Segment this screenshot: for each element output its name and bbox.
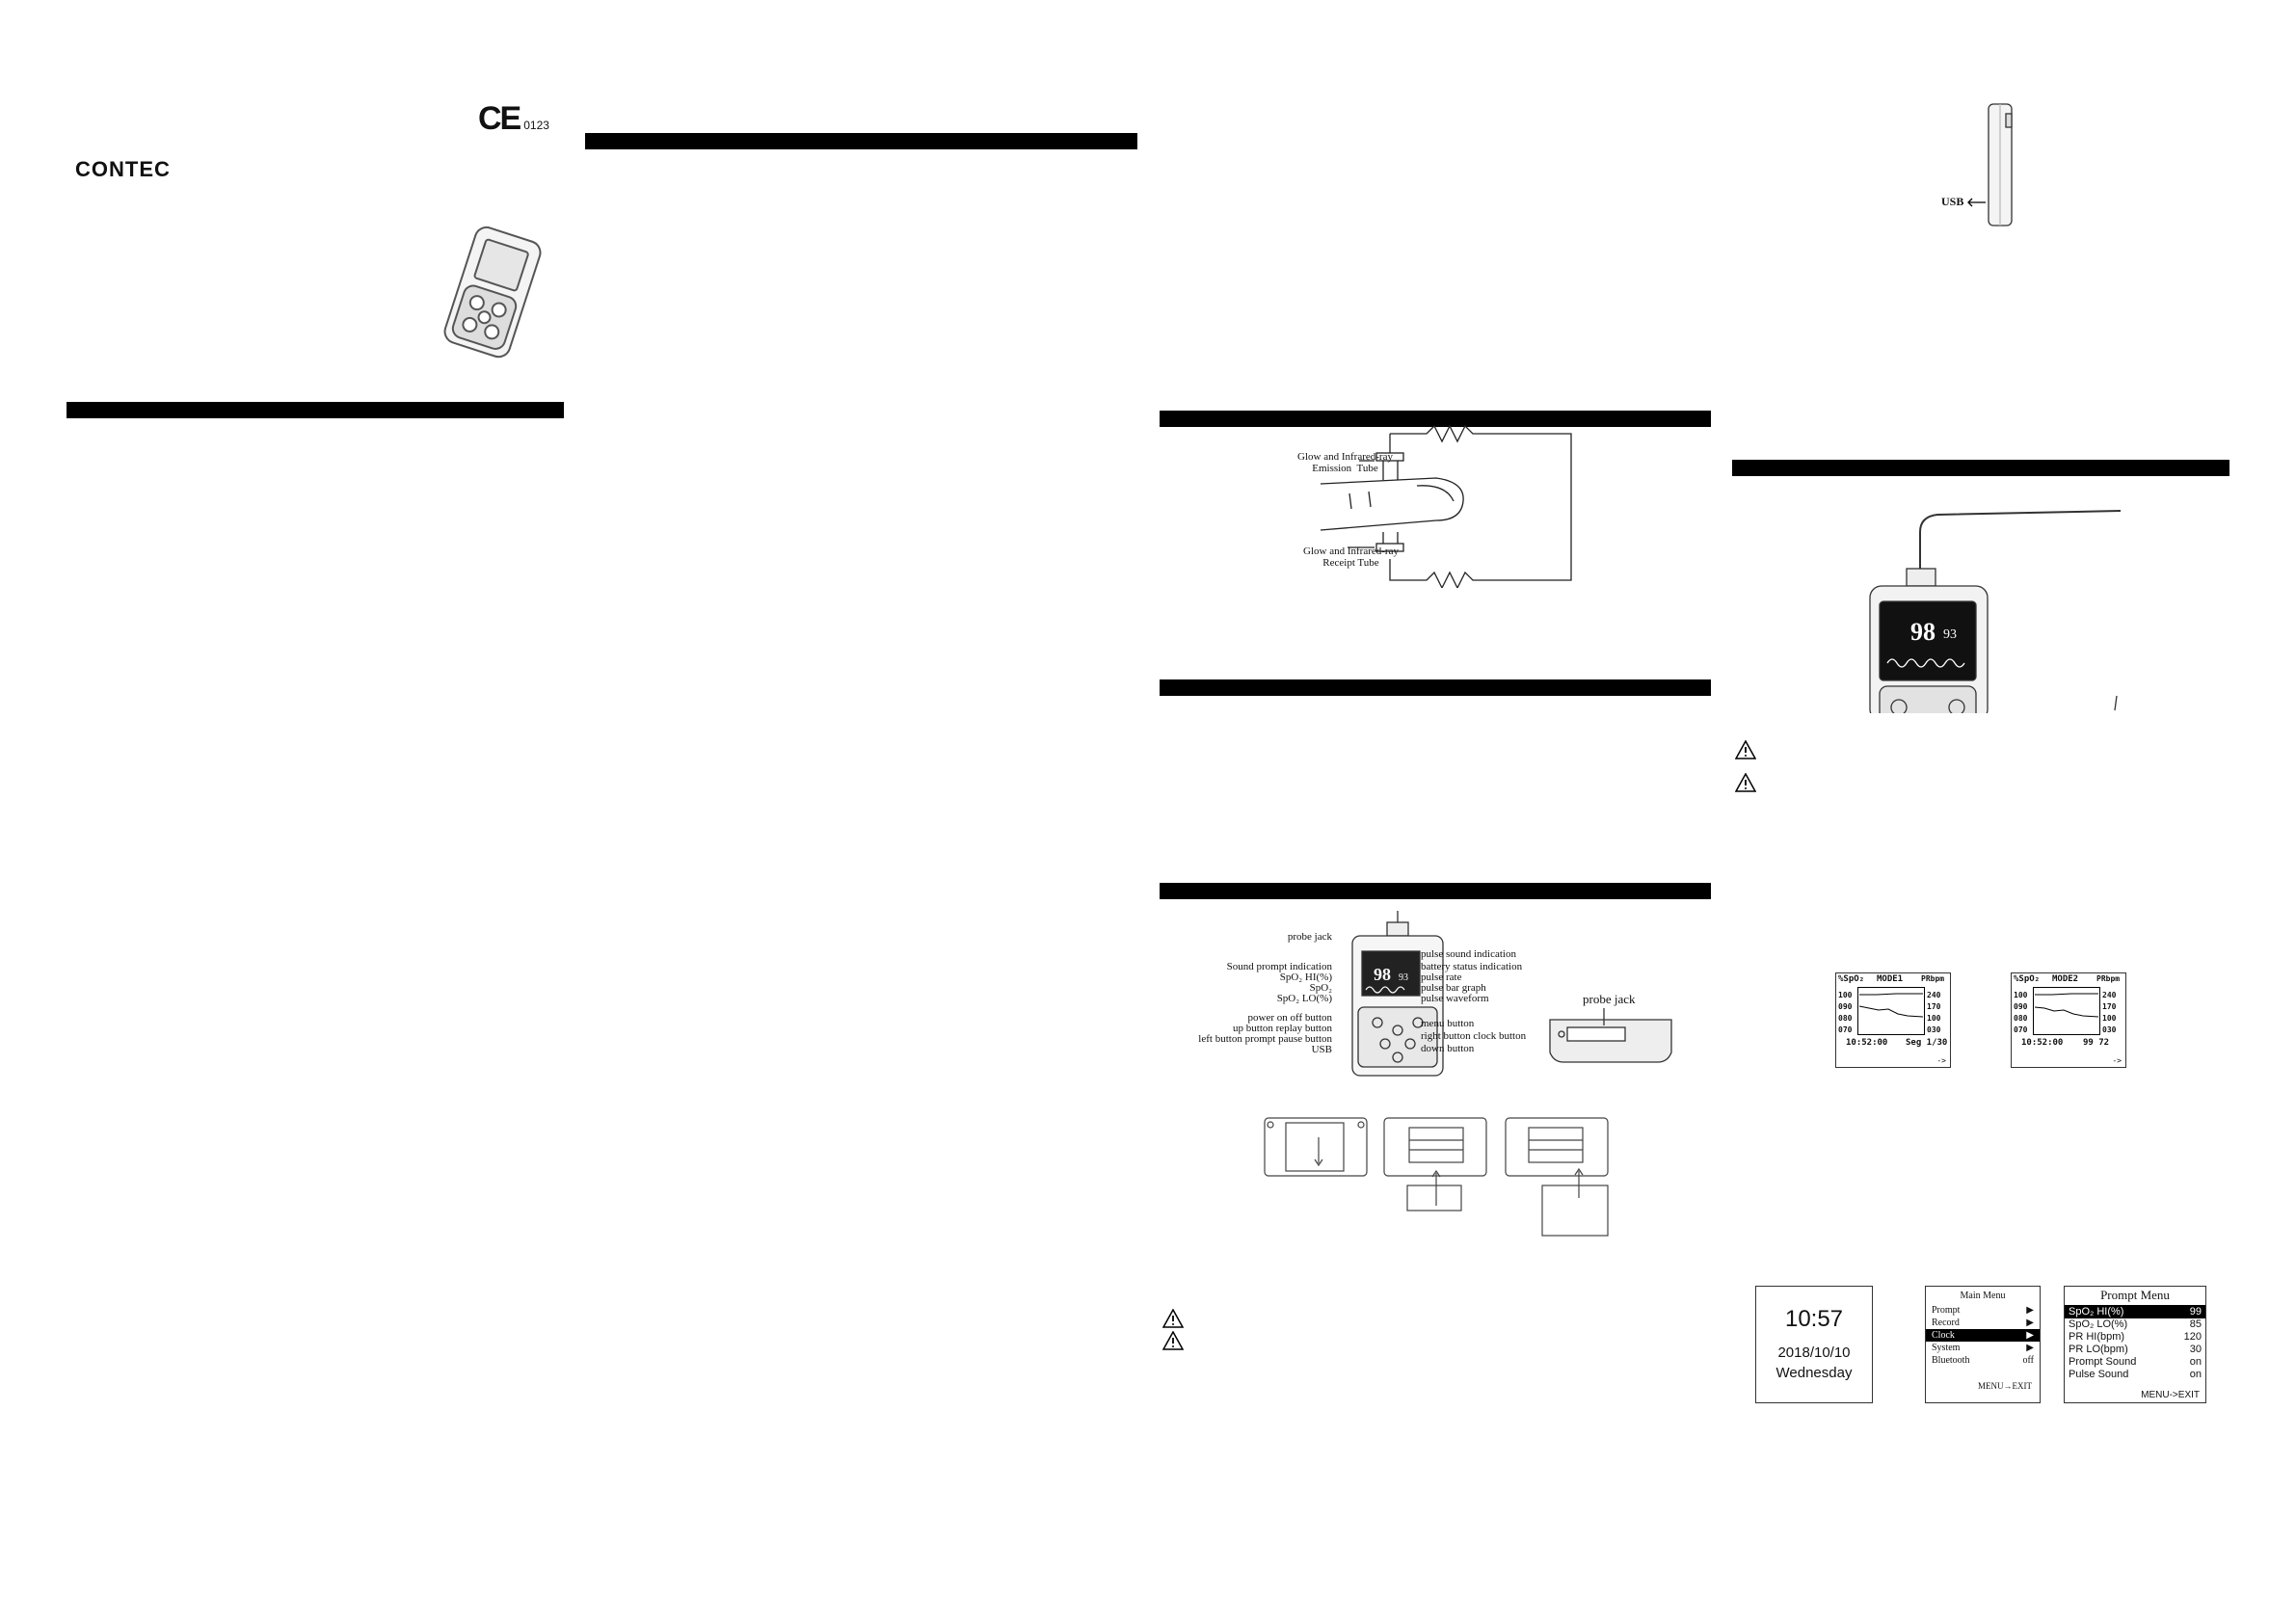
probe-jack-view xyxy=(1549,1008,1672,1063)
receipt-tube-label: Glow and Infrared-ray Receipt Tube xyxy=(1303,546,1399,569)
connected-oximeter-illustration: 98 93 xyxy=(1869,510,2122,713)
battery-install-diagram xyxy=(1264,1117,1609,1237)
prompt-item-pr-hi[interactable]: PR HI(bpm)120 xyxy=(2069,1331,2202,1343)
prompt-item-spo2-hi[interactable]: SpO₂ HI(%)99 xyxy=(2065,1306,2205,1318)
label-usb: USB xyxy=(1311,1044,1332,1055)
label-battery: battery status indication xyxy=(1421,961,1523,972)
prompt-menu-title: Prompt Menu xyxy=(2100,1288,2170,1302)
menu-item-record[interactable]: Record▶ xyxy=(1932,1318,2034,1328)
usb-label: USB xyxy=(1941,195,1964,208)
label-pulse-waveform: pulse waveform xyxy=(1421,993,1489,1004)
label-spo2-lo: SpO₂ LO(%) xyxy=(1276,993,1332,1004)
section-rule xyxy=(1160,679,1711,696)
label-right-button: right button clock button xyxy=(1421,1030,1527,1042)
clock-screen: 10:57 2018/10/10 Wednesday xyxy=(1755,1286,1873,1403)
section-rule xyxy=(1732,460,2229,476)
device-screen-spo2: 98 xyxy=(1374,965,1391,984)
device-side-usb-view xyxy=(1988,103,2013,226)
section-rule xyxy=(1160,411,1711,427)
arrow-left-icon xyxy=(1967,198,1986,207)
section-rule xyxy=(67,402,564,418)
menu-item-system[interactable]: System▶ xyxy=(1932,1343,2034,1353)
prompt-menu-screen: Prompt Menu SpO₂ HI(%)99 SpO₂ LO(%)85 PR… xyxy=(2064,1286,2206,1403)
label-menu-button: menu button xyxy=(1421,1018,1475,1029)
label-up-button: up button replay button xyxy=(1233,1023,1332,1034)
label-pulse-rate: pulse rate xyxy=(1421,972,1462,983)
label-left-button: left button prompt pause button xyxy=(1198,1033,1332,1045)
menu-item-clock[interactable]: Clock▶ xyxy=(1926,1329,2040,1342)
label-spo2: SpO₂ xyxy=(1309,982,1332,994)
label-pulse-sound: pulse sound indication xyxy=(1421,948,1516,960)
device-illustration xyxy=(443,226,542,359)
brand-logo: CONTEC xyxy=(75,157,171,181)
main-menu-footer: MENU→EXIT xyxy=(1978,1381,2032,1391)
clock-time: 10:57 xyxy=(1784,1306,1844,1332)
label-power-button: power on off button xyxy=(1247,1012,1332,1024)
clock-date: 2018/10/10 xyxy=(1777,1344,1851,1361)
main-menu-title: Main Menu xyxy=(1960,1291,2006,1301)
warning-icon xyxy=(1162,1331,1184,1350)
label-down-button: down button xyxy=(1421,1043,1475,1054)
probe-jack-title: probe jack xyxy=(1583,992,1636,1006)
label-probe-jack: probe jack xyxy=(1287,931,1332,943)
label-pulse-bar: pulse bar graph xyxy=(1421,982,1486,994)
label-spo2-hi: SpO₂ HI(%) xyxy=(1279,972,1332,983)
warning-icon xyxy=(1735,773,1756,792)
section-rule xyxy=(1160,883,1711,899)
device-screen-pr: 93 xyxy=(1399,972,1408,983)
warning-icon xyxy=(1735,740,1756,759)
device-front-diagram: 98 93 xyxy=(1351,911,1444,1077)
section-rule xyxy=(585,133,1137,149)
menu-item-prompt[interactable]: Prompt▶ xyxy=(1932,1305,2034,1316)
connected-screen-pr: 93 xyxy=(1943,627,1957,642)
label-sound-prompt: Sound prompt indication xyxy=(1226,961,1332,972)
measurement-principle-diagram xyxy=(1320,424,1572,588)
main-menu-screen: Main Menu Prompt▶ Record▶ Clock▶ System▶… xyxy=(1925,1286,2041,1403)
clock-weekday: Wednesday xyxy=(1775,1365,1853,1381)
prompt-item-spo2-lo[interactable]: SpO₂ LO(%)85 xyxy=(2069,1318,2202,1330)
prompt-menu-footer: MENU->EXIT xyxy=(2141,1390,2200,1400)
warning-icon xyxy=(1162,1309,1184,1328)
emission-tube-label: Glow and Infrared-ray Emission Tube xyxy=(1297,451,1393,474)
prompt-item-pr-lo[interactable]: PR LO(bpm)30 xyxy=(2069,1344,2202,1355)
connected-screen-spo2: 98 xyxy=(1910,618,1936,646)
